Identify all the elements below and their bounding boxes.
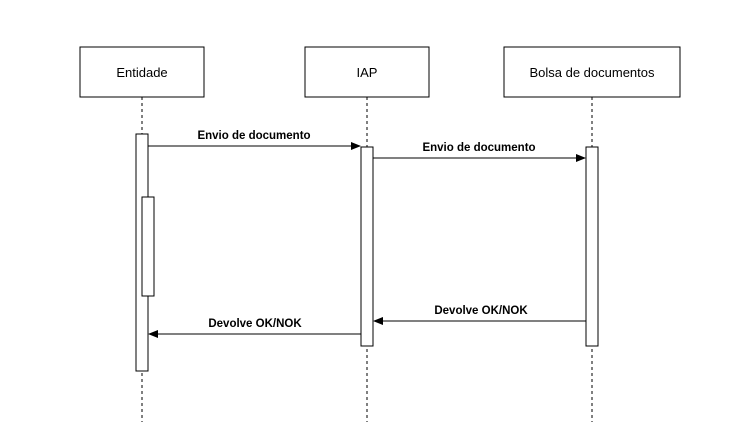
message-label-4: Devolve OK/NOK	[208, 318, 302, 330]
participant-entidade: Entidade	[79, 46, 205, 98]
activation-entidade-nested	[141, 196, 155, 297]
activation-bolsa	[585, 146, 599, 347]
participant-label-bolsa: Bolsa de documentos	[529, 65, 655, 80]
participant-iap: IAP	[304, 46, 430, 98]
message-label-3: Devolve OK/NOK	[434, 305, 528, 317]
activation-iap	[360, 146, 374, 347]
message-label-1: Envio de documento	[197, 130, 310, 142]
participant-bolsa: Bolsa de documentos	[503, 46, 681, 98]
participant-label-entidade: Entidade	[116, 65, 167, 80]
participant-label-iap: IAP	[357, 65, 378, 80]
message-label-2: Envio de documento	[422, 142, 535, 154]
